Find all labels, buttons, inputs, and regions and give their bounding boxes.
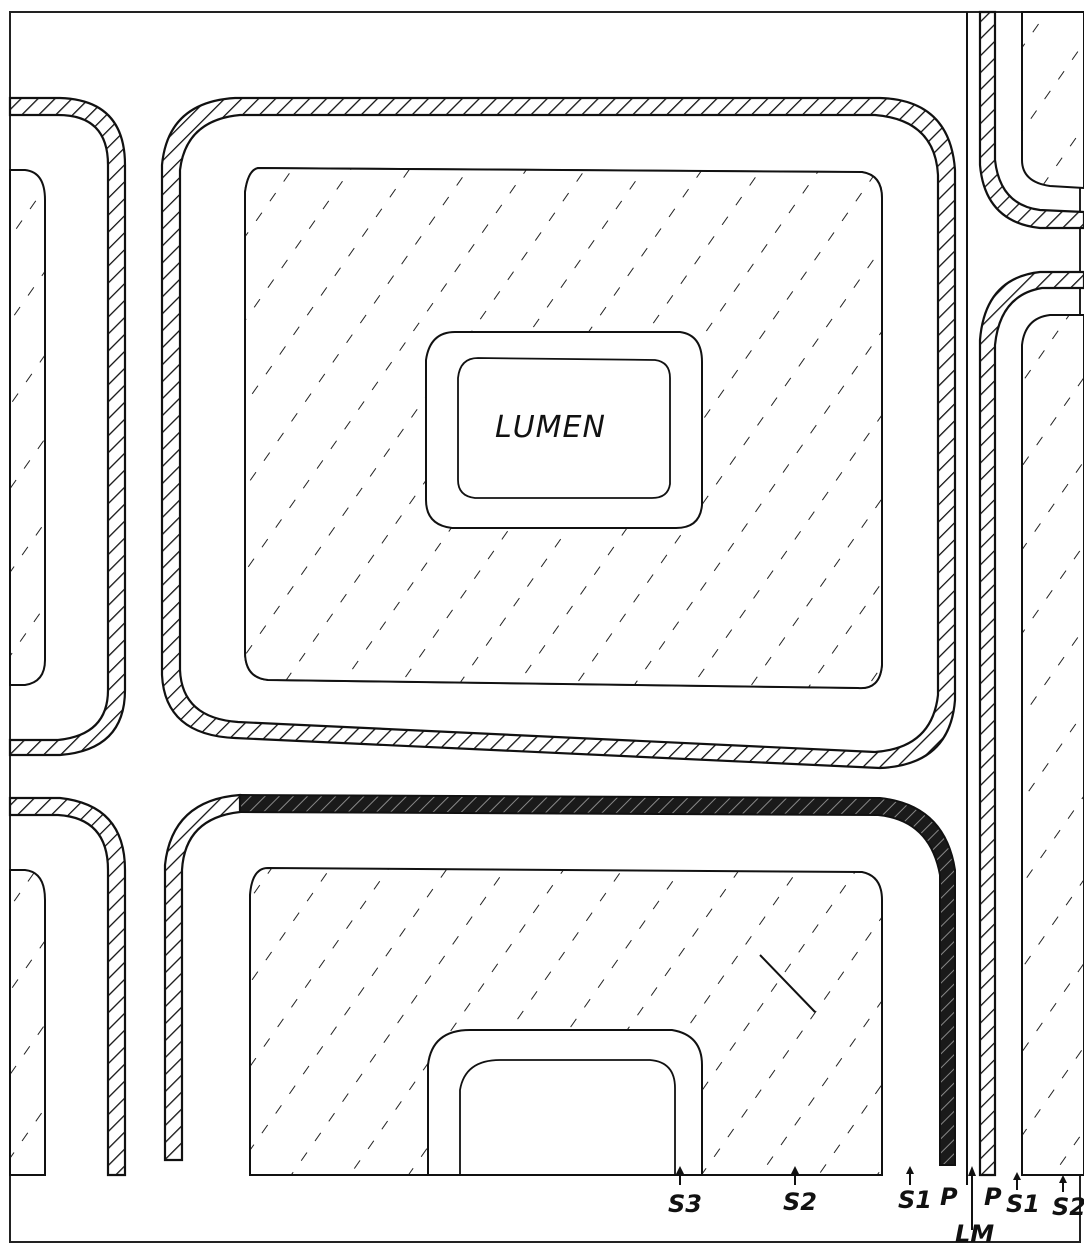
cell-right-bottom bbox=[978, 270, 1084, 1177]
label-s3: S3 bbox=[668, 1190, 702, 1218]
label-s2-left: S2 bbox=[783, 1188, 817, 1216]
cell-main-bottom bbox=[163, 793, 956, 1176]
label-s2-right: S2 bbox=[1052, 1193, 1084, 1221]
label-p-right: P bbox=[984, 1183, 1002, 1211]
cell-left-top bbox=[8, 96, 127, 757]
cell-left-bottom bbox=[8, 796, 127, 1177]
cell-main-top: LUMEN bbox=[160, 96, 957, 770]
label-p-left: P bbox=[940, 1183, 958, 1211]
cell-right-top bbox=[978, 10, 1084, 230]
label-s1-left: S1 bbox=[898, 1186, 932, 1214]
label-lm: LM bbox=[955, 1220, 994, 1246]
lumen-label: LUMEN bbox=[495, 410, 606, 445]
layer-annotations: S3 S2 S1 P LM P S1 S2 bbox=[668, 1166, 1084, 1246]
label-s1-right: S1 bbox=[1006, 1190, 1040, 1218]
